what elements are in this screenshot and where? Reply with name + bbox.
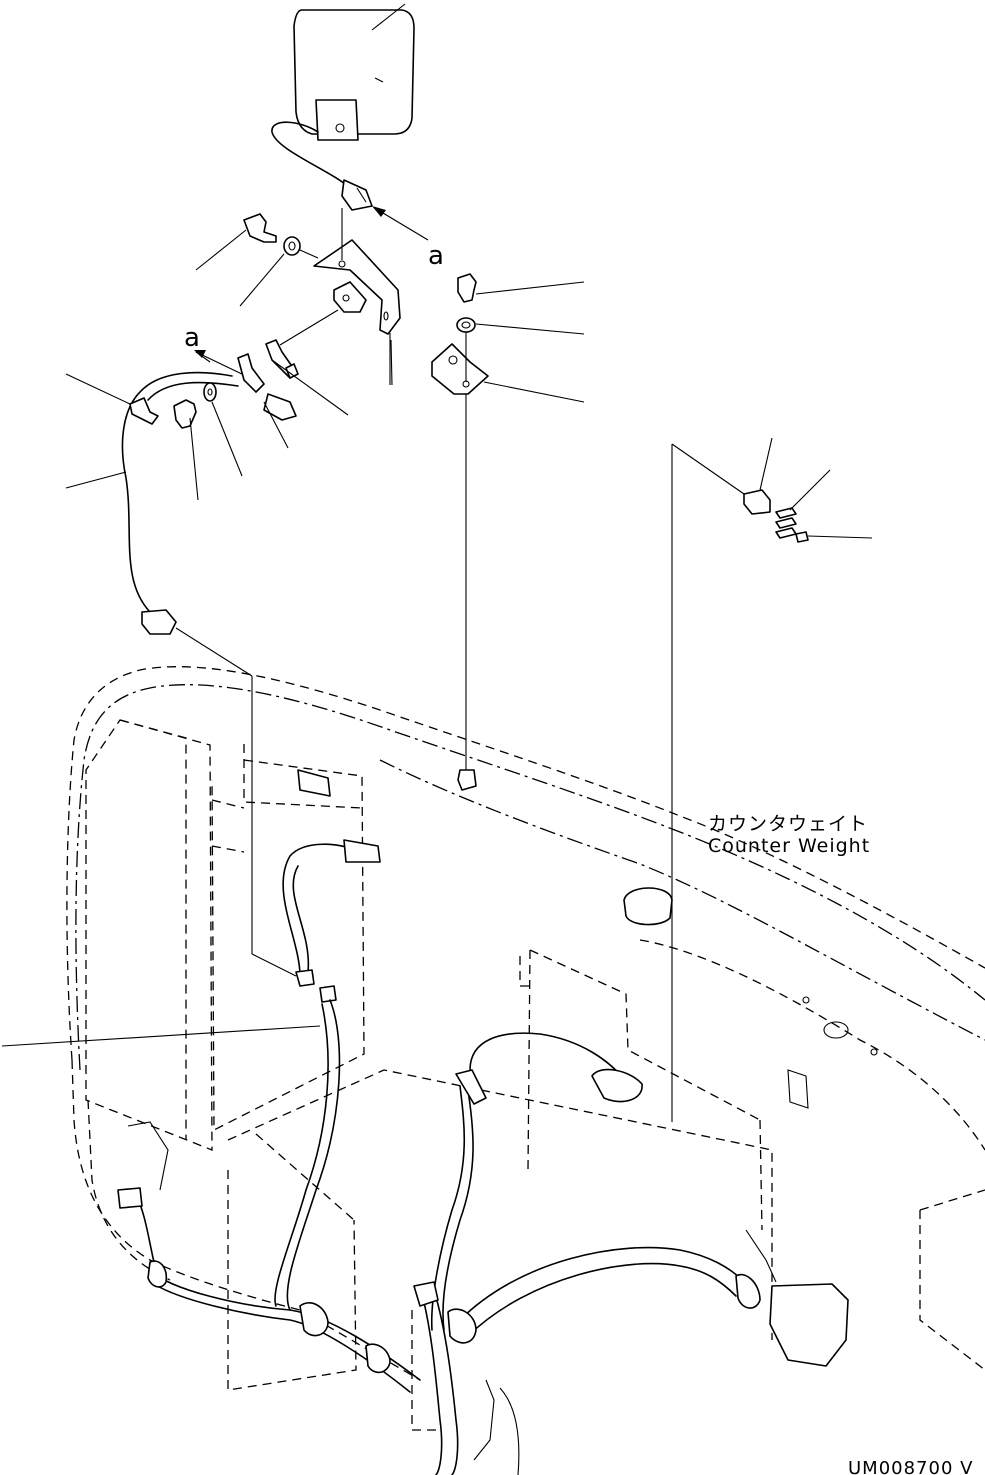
harness-connector [141,609,177,635]
drawing-code: UM008700 V [848,1458,973,1475]
work-lamp [293,3,415,141]
bolt-left [195,213,277,271]
counterweight-label-en: Counter Weight [708,835,870,857]
callout-a-lower: a [184,323,247,377]
washer-left [239,236,301,307]
washer-small [203,382,243,477]
callout-a-upper: a [372,206,444,271]
l-bracket-right [431,332,585,770]
connector-parts [671,437,873,1122]
lamp-cable [271,121,351,189]
callout-a-label-2: a [184,323,200,353]
washer-right [456,317,585,335]
lamp-bracket [313,239,401,335]
clamp-plate [265,309,349,416]
bolt-right [457,273,585,303]
main-harness [1,839,849,1475]
counterweight-label-jp: カウンタウェイト [708,813,868,835]
mount-boss [297,769,673,926]
callout-a-label: a [428,241,444,271]
lamp-connector [341,179,373,211]
pclip-harness [65,353,297,613]
bolt-small [173,399,199,501]
